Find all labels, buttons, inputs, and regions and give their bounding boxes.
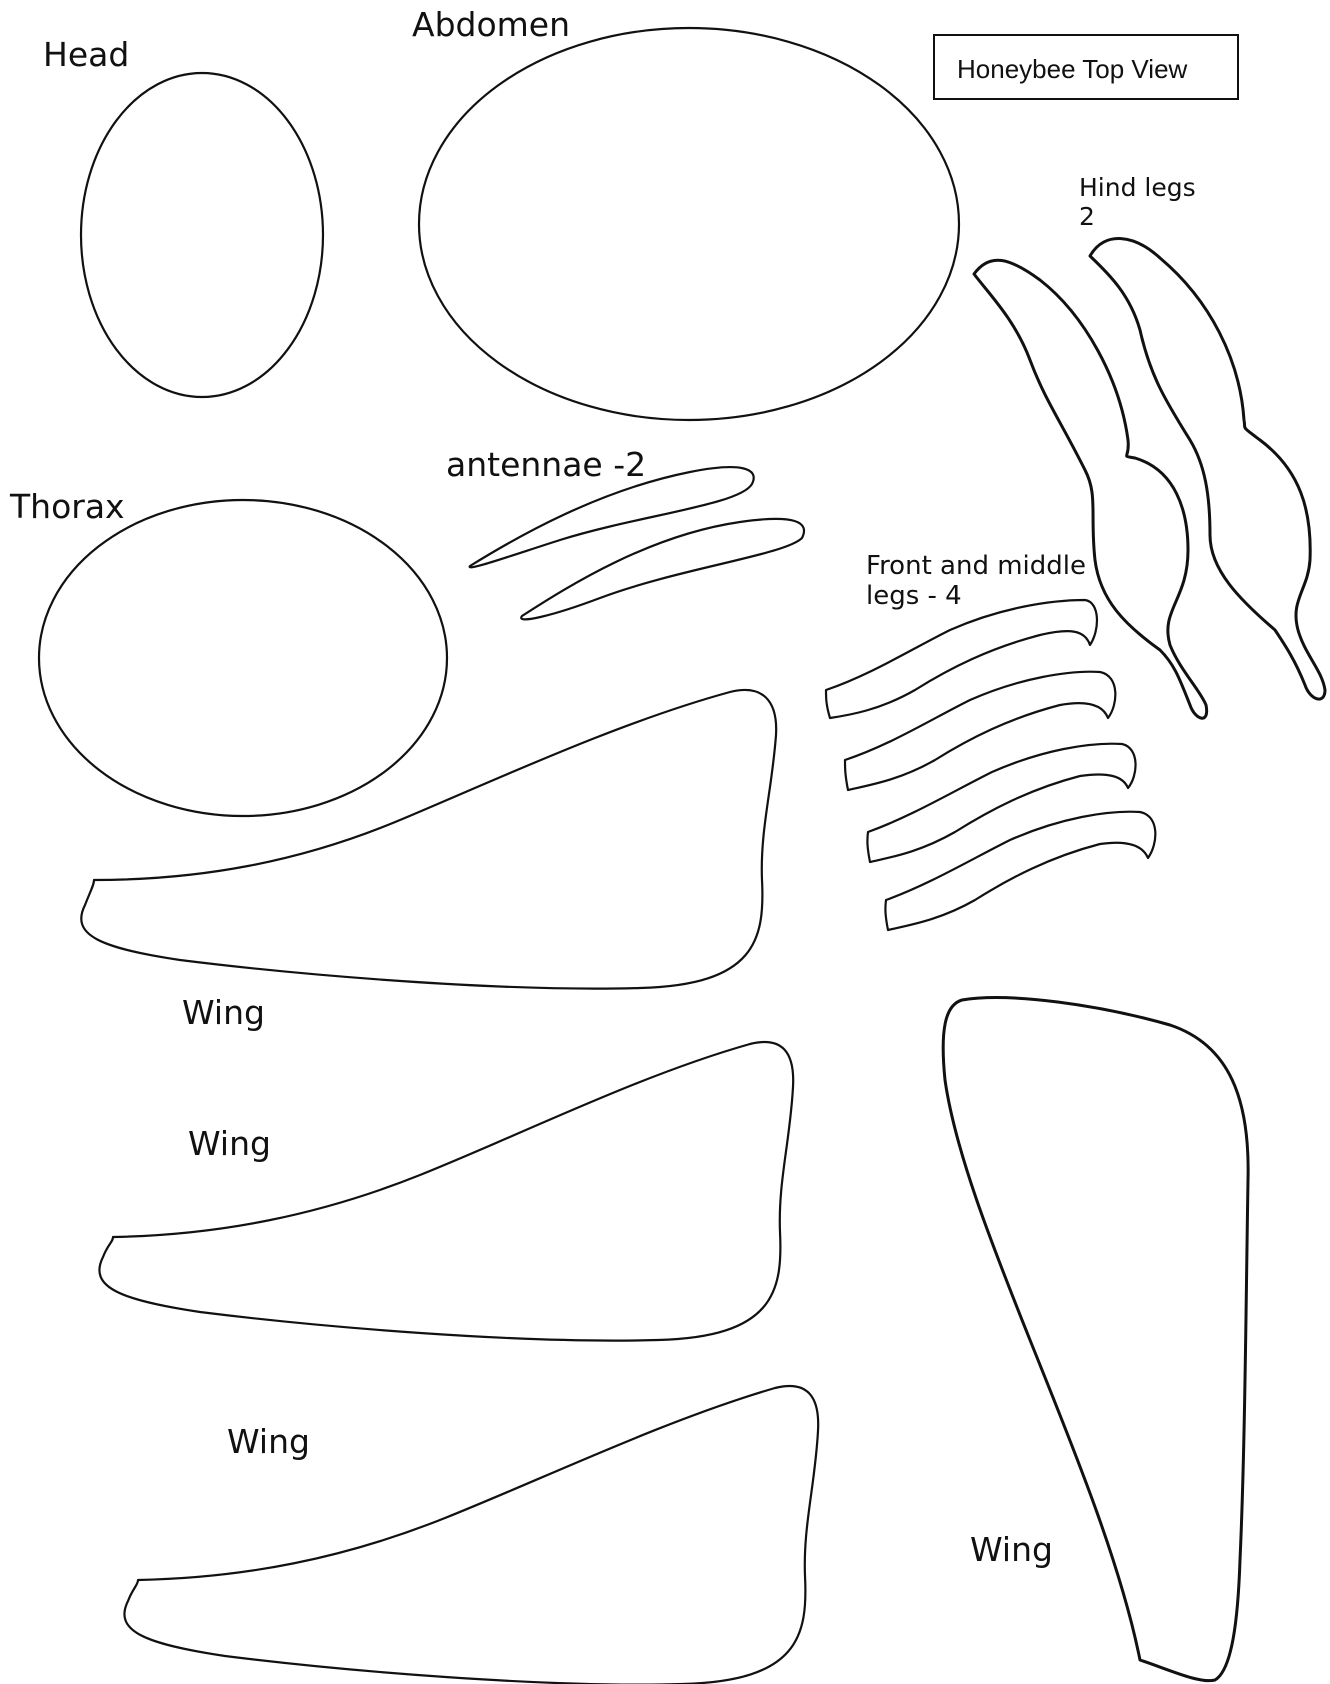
wing-shape-2 bbox=[99, 1042, 793, 1341]
abdomen-shape bbox=[419, 28, 959, 420]
label-thorax: Thorax bbox=[10, 488, 125, 526]
wing-shape-4 bbox=[943, 998, 1248, 1681]
diagram-title: Honeybee Top View bbox=[957, 54, 1187, 85]
head-shape bbox=[81, 73, 323, 397]
label-hind-legs-line1: Hind legs bbox=[1079, 174, 1196, 203]
title-box: Honeybee Top View bbox=[933, 34, 1239, 100]
label-wing-2: Wing bbox=[188, 1125, 271, 1163]
label-front-middle-legs-line1: Front and middle bbox=[866, 552, 1086, 582]
label-hind-legs: Hind legs 2 bbox=[1079, 174, 1196, 232]
thorax-shape bbox=[39, 500, 447, 816]
label-wing-4: Wing bbox=[970, 1531, 1053, 1569]
wing-shape-1 bbox=[81, 690, 776, 989]
front-leg-shape-1 bbox=[826, 600, 1097, 718]
antenna-shape-2 bbox=[521, 519, 804, 620]
front-leg-shape-2 bbox=[845, 672, 1115, 790]
front-leg-shape-4 bbox=[885, 812, 1155, 930]
label-abdomen: Abdomen bbox=[412, 6, 570, 44]
hind-leg-shape-1 bbox=[974, 260, 1207, 718]
label-head: Head bbox=[43, 36, 129, 74]
hind-leg-shape-2 bbox=[1090, 239, 1325, 700]
label-wing-3: Wing bbox=[227, 1423, 310, 1461]
label-hind-legs-line2: 2 bbox=[1079, 203, 1196, 232]
label-front-middle-legs-line2: legs - 4 bbox=[866, 582, 1086, 612]
label-front-middle-legs: Front and middle legs - 4 bbox=[866, 552, 1086, 612]
label-antennae: antennae -2 bbox=[446, 446, 646, 484]
label-wing-1: Wing bbox=[182, 994, 265, 1032]
